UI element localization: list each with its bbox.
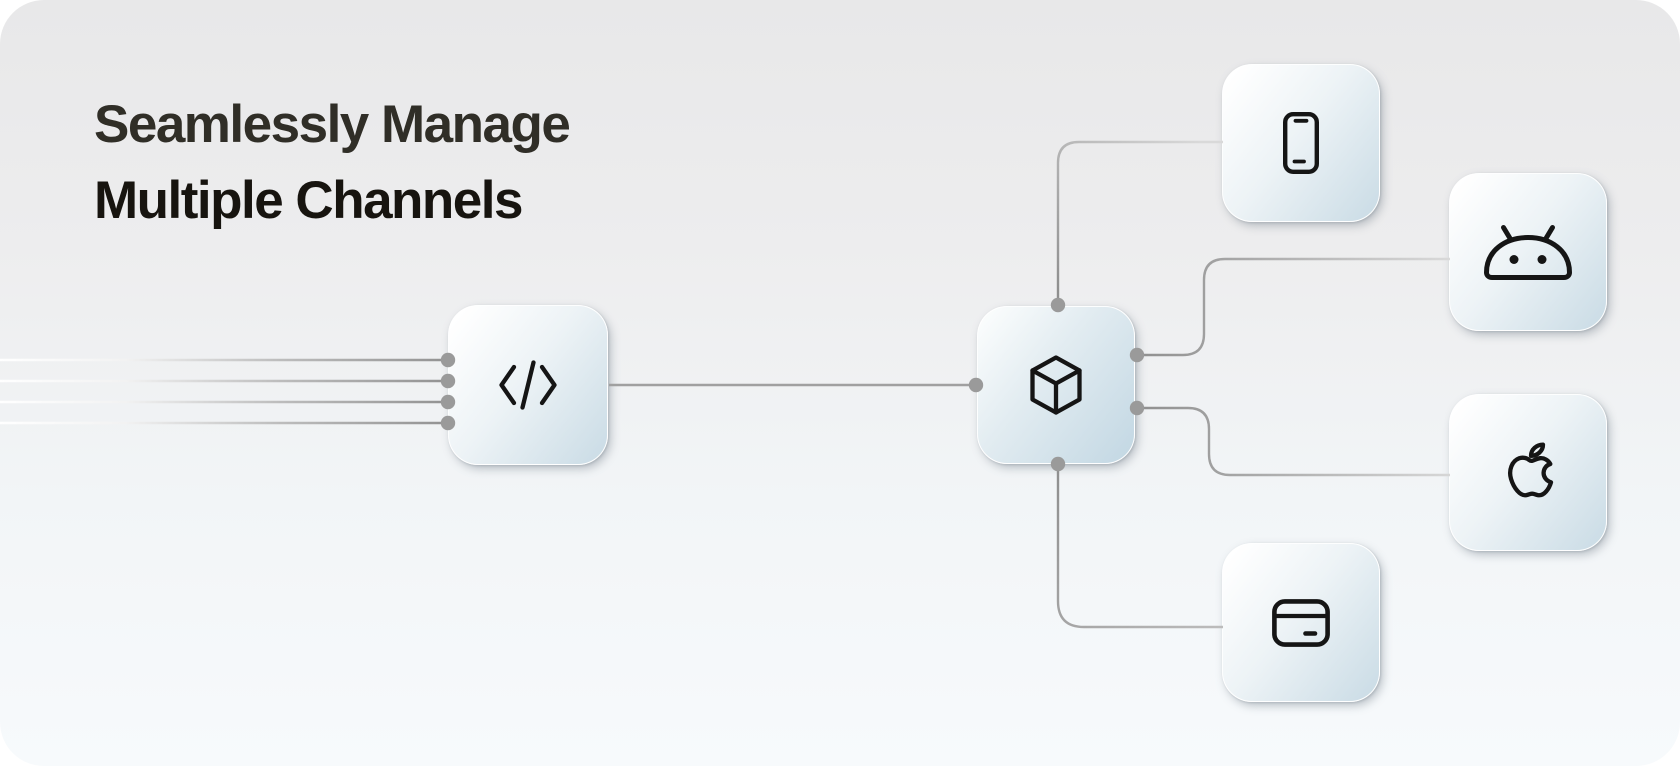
node-hub: [977, 306, 1135, 464]
node-code: [448, 305, 608, 465]
node-android: [1449, 173, 1607, 331]
smartphone-icon: [1283, 112, 1319, 174]
title-line-2: Multiple Channels: [94, 171, 523, 230]
package-cube-icon: [1030, 355, 1082, 415]
page-title: Seamlessly Manage Multiple Channels: [94, 87, 571, 239]
connector-hub-card: [1056, 464, 1223, 629]
title-line-1: Seamlessly Manage: [94, 95, 571, 154]
connector-hub-android: [1137, 257, 1450, 357]
apple-icon: [1508, 441, 1554, 497]
android-icon: [1484, 225, 1572, 280]
node-apple: [1449, 394, 1607, 551]
connector-left-inputs: [0, 358, 448, 425]
node-phone: [1222, 64, 1380, 222]
node-card: [1222, 543, 1380, 702]
code-icon: [499, 360, 557, 410]
connector-hub-apple: [1137, 406, 1450, 477]
connector-hub-phone: [1056, 140, 1223, 305]
credit-card-icon: [1272, 598, 1330, 647]
